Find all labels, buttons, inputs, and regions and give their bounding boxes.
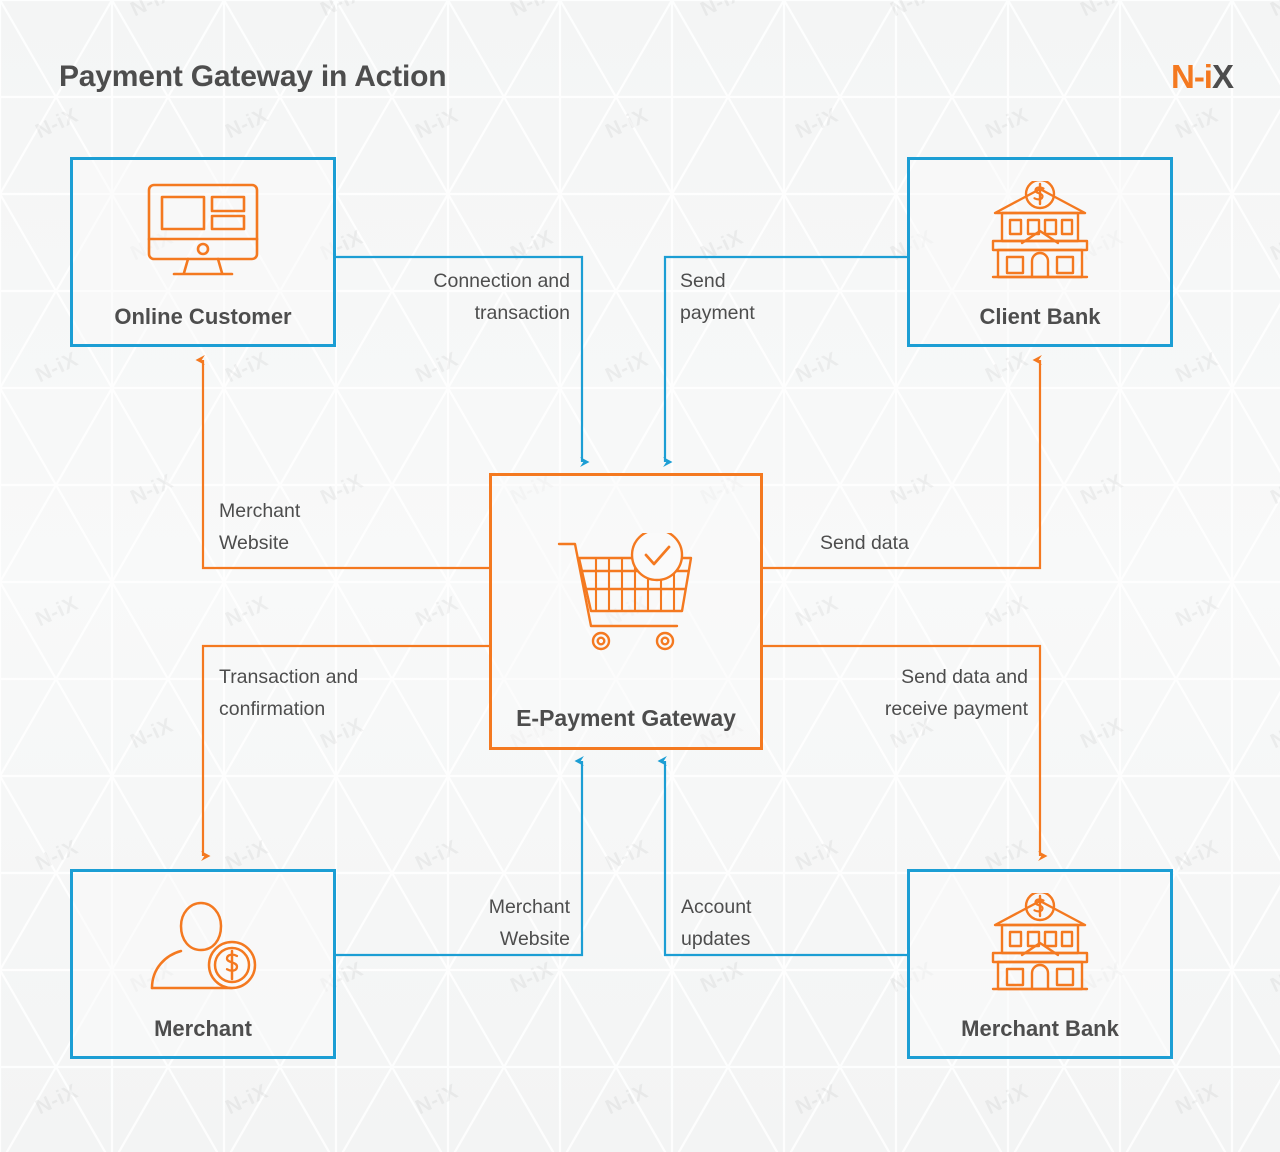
watermark-text: N-iX [412, 592, 462, 632]
logo-text-secondary: X [1211, 58, 1234, 95]
watermark-text: N-iX [1267, 470, 1280, 510]
logo-text-primary: N-i [1170, 58, 1213, 95]
watermark-text: N-iX [1267, 226, 1280, 266]
watermark-text: N-iX [792, 348, 842, 388]
node-label: Client Bank [979, 303, 1101, 329]
watermark-text: N-iX [1077, 714, 1127, 754]
watermark-text: N-iX [887, 470, 937, 510]
edge-label-connection-transaction: Connection and transaction [433, 270, 570, 325]
edge-label-send-data-receive-payment: Send data and receive payment [884, 666, 1028, 721]
bank-building-dollar-icon [910, 872, 1170, 1015]
watermark-text: N-iX [127, 470, 177, 510]
watermark-text: N-iX [982, 592, 1032, 632]
watermark-text: N-iX [982, 348, 1032, 388]
person-dollar-coin-icon [73, 872, 333, 1015]
watermark-text: N-iX [982, 104, 1032, 144]
watermark-text: N-iX [127, 714, 177, 754]
edge-label-account-updates: Account updates [681, 896, 752, 951]
node-online-customer[interactable]: Online Customer [70, 157, 336, 347]
watermark-text: N-iX [1172, 1080, 1222, 1120]
watermark-text: N-iX [887, 0, 937, 22]
desktop-monitor-icon [73, 160, 333, 303]
watermark-text: N-iX [1172, 836, 1222, 876]
watermark-text: N-iX [507, 0, 557, 22]
watermark-text: N-iX [507, 226, 557, 266]
node-merchant[interactable]: Merchant [70, 869, 336, 1059]
watermark-text: N-iX [1077, 0, 1127, 22]
watermark-text: N-iX [222, 592, 272, 632]
watermark-text: N-iX [602, 348, 652, 388]
watermark-text: N-iX [412, 104, 462, 144]
watermark-text: N-iX [697, 958, 747, 998]
edge-label-transaction-confirmation: Transaction and confirmation [219, 666, 359, 721]
nix-logo: N-iX [1170, 58, 1234, 96]
watermark-text: N-iX [222, 1080, 272, 1120]
node-label: Online Customer [114, 303, 292, 329]
edge-label-merchant-website-top: Merchant Website [219, 500, 301, 555]
node-label: E-Payment Gateway [516, 705, 736, 732]
page-title: Payment Gateway in Action [59, 60, 447, 93]
bank-building-dollar-icon [910, 160, 1170, 303]
watermark-text: N-iX [792, 1080, 842, 1120]
watermark-text: N-iX [412, 836, 462, 876]
watermark-text: N-iX [32, 1080, 82, 1120]
edge-label-merchant-website-bottom: Merchant Website [488, 896, 570, 951]
watermark-text: N-iX [792, 592, 842, 632]
watermark-text: N-iX [32, 104, 82, 144]
watermark-text: N-iX [222, 104, 272, 144]
watermark-text: N-iX [32, 592, 82, 632]
watermark-text: N-iX [412, 348, 462, 388]
watermark-text: N-iX [792, 104, 842, 144]
watermark-text: N-iX [412, 1080, 462, 1120]
watermark-text: N-iX [1267, 0, 1280, 22]
node-epayment-gateway[interactable]: E-Payment Gateway [489, 473, 763, 750]
watermark-text: N-iX [222, 348, 272, 388]
watermark-text: N-iX [602, 1080, 652, 1120]
watermark-text: N-iX [697, 226, 747, 266]
watermark-text: N-iX [697, 0, 747, 22]
watermark-text: N-iX [127, 0, 177, 22]
node-label: Merchant [154, 1015, 252, 1041]
watermark-text: N-iX [792, 836, 842, 876]
watermark-text: N-iX [507, 958, 557, 998]
watermark-text: N-iX [1172, 348, 1222, 388]
watermark-text: N-iX [1172, 592, 1222, 632]
watermark-text: N-iX [1267, 714, 1280, 754]
watermark-text: N-iX [1077, 470, 1127, 510]
watermark-text: N-iX [602, 104, 652, 144]
watermark-text: N-iX [317, 0, 367, 22]
node-merchant-bank[interactable]: Merchant Bank [907, 869, 1173, 1059]
edge-label-send-data: Send data [820, 532, 909, 554]
watermark-text: N-iX [982, 1080, 1032, 1120]
shopping-cart-check-icon [492, 476, 760, 704]
watermark-text: N-iX [602, 836, 652, 876]
node-client-bank[interactable]: Client Bank [907, 157, 1173, 347]
edge-label-send-payment: Send payment [680, 270, 755, 325]
watermark-text: N-iX [1267, 958, 1280, 998]
node-label: Merchant Bank [961, 1015, 1119, 1041]
watermark-text: N-iX [32, 348, 82, 388]
watermark-text: N-iX [1172, 104, 1222, 144]
